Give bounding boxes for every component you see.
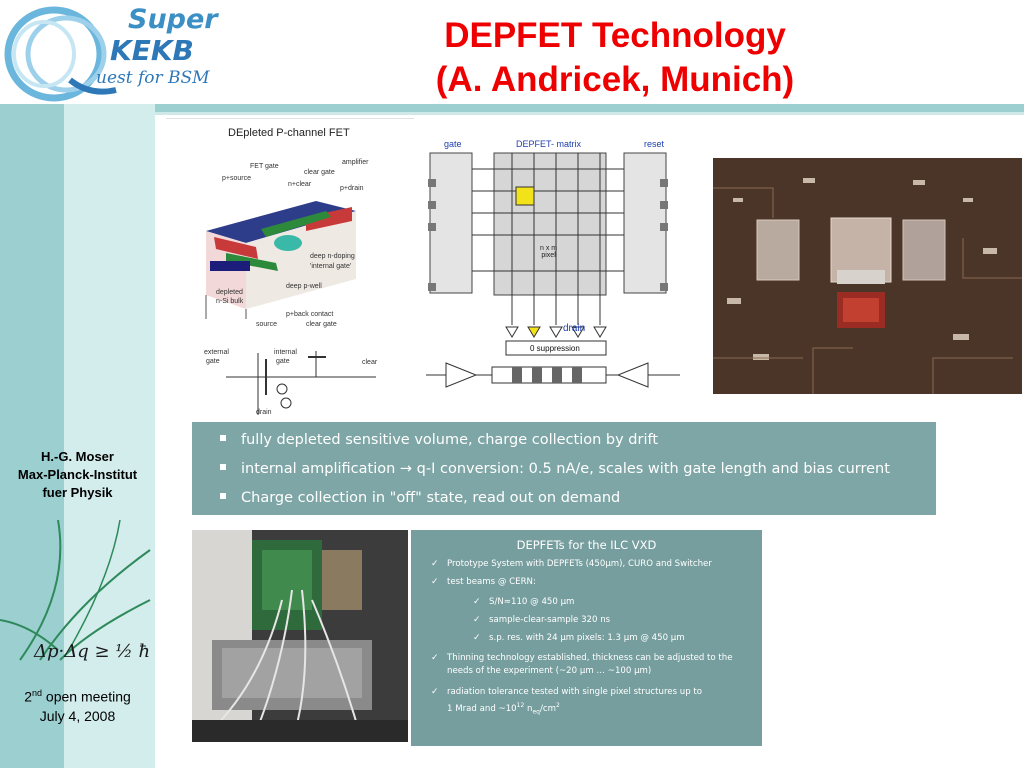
logo-super-text: Super xyxy=(128,4,218,35)
logo-quest-text: uest for BSM xyxy=(96,68,210,88)
prototype-photo xyxy=(192,530,408,742)
title-line-1: DEPFET Technology xyxy=(444,16,786,55)
label-external: external xyxy=(204,349,229,356)
label-clear-gate: clear gate xyxy=(304,169,335,176)
label-amplifier: amplifier xyxy=(342,159,369,166)
label-drain: drain xyxy=(256,409,272,416)
depfet-device-figure: DEpleted P-channel FET FET gate p+source… xyxy=(166,118,414,418)
label-p-drain: p+drain xyxy=(340,185,364,192)
ilc-item-testbeams: ✓test beams @ CERN: xyxy=(431,577,536,587)
chip-photo-image xyxy=(713,158,1022,394)
ilc-subitem-resolution: ✓s.p. res. with 24 μm pixels: 1.3 μm @ 4… xyxy=(473,633,685,643)
label-back-contact: p+back contact xyxy=(286,311,334,318)
slide-title: DEPFET Technology (A. Andricek, Munich) xyxy=(330,14,900,102)
logo-kekb-text: KEKB xyxy=(110,34,194,67)
author-block: H.-G. Moser Max-Planck-Institut fuer Phy… xyxy=(0,448,155,502)
ilc-subitem-sample: ✓sample-clear-sample 320 ns xyxy=(473,615,611,625)
depfet-matrix-figure: gate DEPFET- matrix reset xyxy=(422,135,684,397)
header-rule-light xyxy=(155,112,1024,115)
device-figure-title: DEpleted P-channel FET xyxy=(228,127,350,139)
label-deep-n: deep n-doping xyxy=(310,253,355,260)
matrix-label-gate: gate xyxy=(444,139,462,149)
ilc-vxd-panel: DEPFETs for the ILC VXD ✓Prototype Syste… xyxy=(411,530,762,746)
uncertainty-formula: Δp·Δq ≥ ½ ħ xyxy=(34,641,151,662)
meeting-date: July 4, 2008 xyxy=(39,707,116,724)
label-clear-gate-2: clear gate xyxy=(306,321,337,328)
ilc-panel-title: DEPFETs for the ILC VXD xyxy=(516,538,657,552)
prototype-photo-image xyxy=(192,530,408,742)
sidebar-stripe xyxy=(0,104,64,768)
q-ring-icon xyxy=(4,6,117,102)
bullet-item: Charge collection in "off" state, read o… xyxy=(220,486,936,515)
label-p-source: p+source xyxy=(222,175,251,182)
label-internal-gate-2: gate xyxy=(276,358,290,365)
bullet-item: fully depleted sensitive volume, charge … xyxy=(220,428,936,457)
meeting-info: 2nd open meeting July 4, 2008 xyxy=(0,684,155,726)
label-external-gate: gate xyxy=(206,358,220,365)
label-internal: internal xyxy=(274,349,297,356)
author-institute: Max-Planck-Institut xyxy=(17,467,138,482)
matrix-label-title: DEPFET- matrix xyxy=(516,139,582,149)
chip-photo xyxy=(713,158,1022,394)
trajectory-lines-icon xyxy=(0,520,151,661)
label-deep-p: deep p-well xyxy=(286,283,322,290)
header-rule xyxy=(155,104,1024,112)
label-depleted: depleted xyxy=(216,289,243,296)
label-internal-gate: 'internal gate' xyxy=(310,263,352,270)
ilc-item-thinning: ✓Thinning technology established, thickn… xyxy=(431,653,733,676)
ilc-subitem-sn: ✓S/N≈110 @ 450 μm xyxy=(473,597,575,607)
superkekb-logo: Super KEKB uest for BSM xyxy=(0,0,232,104)
matrix-schematic xyxy=(426,152,680,388)
label-bulk: n-Si bulk xyxy=(216,298,244,305)
author-name: H.-G. Moser xyxy=(41,449,114,464)
label-n-clear: n+clear xyxy=(288,181,312,188)
matrix-label-reset: reset xyxy=(644,139,665,149)
ilc-item-radiation: ✓radiation tolerance tested with single … xyxy=(431,687,703,716)
ilc-item-prototype: ✓Prototype System with DEPFETs (450μm), … xyxy=(431,559,712,569)
matrix-label-drain: drain xyxy=(563,323,586,334)
feature-bullet-list: fully depleted sensitive volume, charge … xyxy=(192,422,936,515)
label-fet-gate: FET gate xyxy=(250,163,279,170)
bullet-item: internal amplification → q-I conversion:… xyxy=(220,457,936,486)
title-line-2: (A. Andricek, Munich) xyxy=(435,60,795,99)
label-source: source xyxy=(256,321,278,328)
matrix-label-suppression: 0 suppression xyxy=(530,344,580,353)
author-institute-2: fuer Physik xyxy=(42,485,113,500)
label-clear: clear xyxy=(362,359,378,366)
device-cross-section xyxy=(205,201,376,415)
meeting-title: 2nd open meeting xyxy=(24,688,131,705)
